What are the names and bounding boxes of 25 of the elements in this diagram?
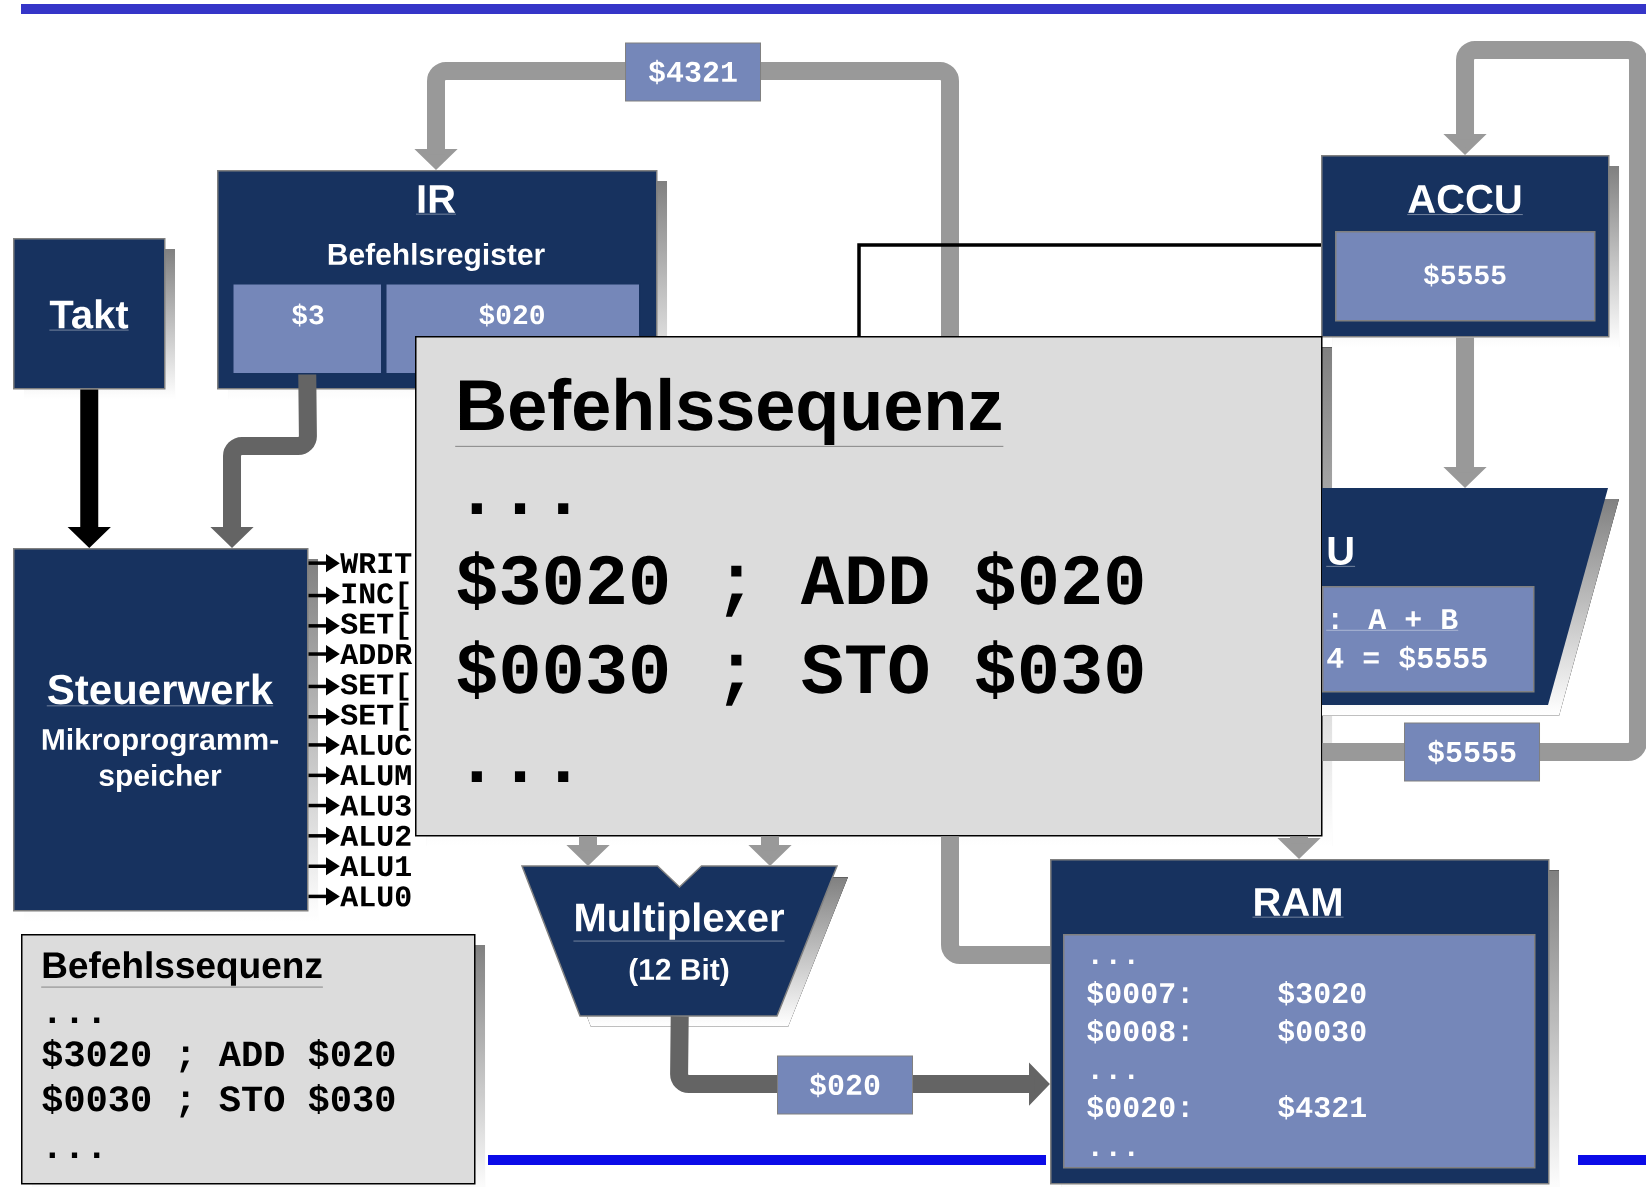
signal-label: ALU0 <box>340 886 411 907</box>
memory-table: ... $0007: $3020 $0008: $0030 ... $0020: $4321 ... <box>1063 934 1536 1169</box>
bus-arrow <box>1322 41 1646 761</box>
wire <box>941 836 1050 964</box>
signal-label: WRIT <box>340 553 412 573</box>
edge-label: $5555 <box>1404 722 1540 782</box>
signal-label: SET[ <box>340 672 409 701</box>
wire <box>857 243 1321 336</box>
signal-label: ALUM <box>340 765 411 786</box>
signal-label: SET[ <box>340 702 409 731</box>
alu-field: : A + B 4 = $5555 <box>1322 586 1535 693</box>
register-field: $3 <box>232 283 383 375</box>
register-field: $5555 <box>1335 231 1596 322</box>
signal-label: SET[ <box>340 611 409 640</box>
signal-label: ALU2 <box>340 825 411 846</box>
edge-label: $020 <box>777 1055 913 1115</box>
control-unit-box: Steuerwerk Mikroprogramm- speicher <box>13 548 318 921</box>
clock-box: Takt <box>13 238 175 399</box>
signal-label: ALUC <box>340 734 412 756</box>
signal-label: INC[ <box>342 581 409 610</box>
signal-label: ALU3 <box>340 795 411 816</box>
signal-label: ALU1 <box>340 856 411 877</box>
code-panel: Befehlssequenz ... $3020 ; ADD $020 $0030 ; STO $030 ... <box>21 934 485 1187</box>
edge-label: $4321 <box>625 42 761 102</box>
signal-label: ADDR <box>340 644 413 664</box>
